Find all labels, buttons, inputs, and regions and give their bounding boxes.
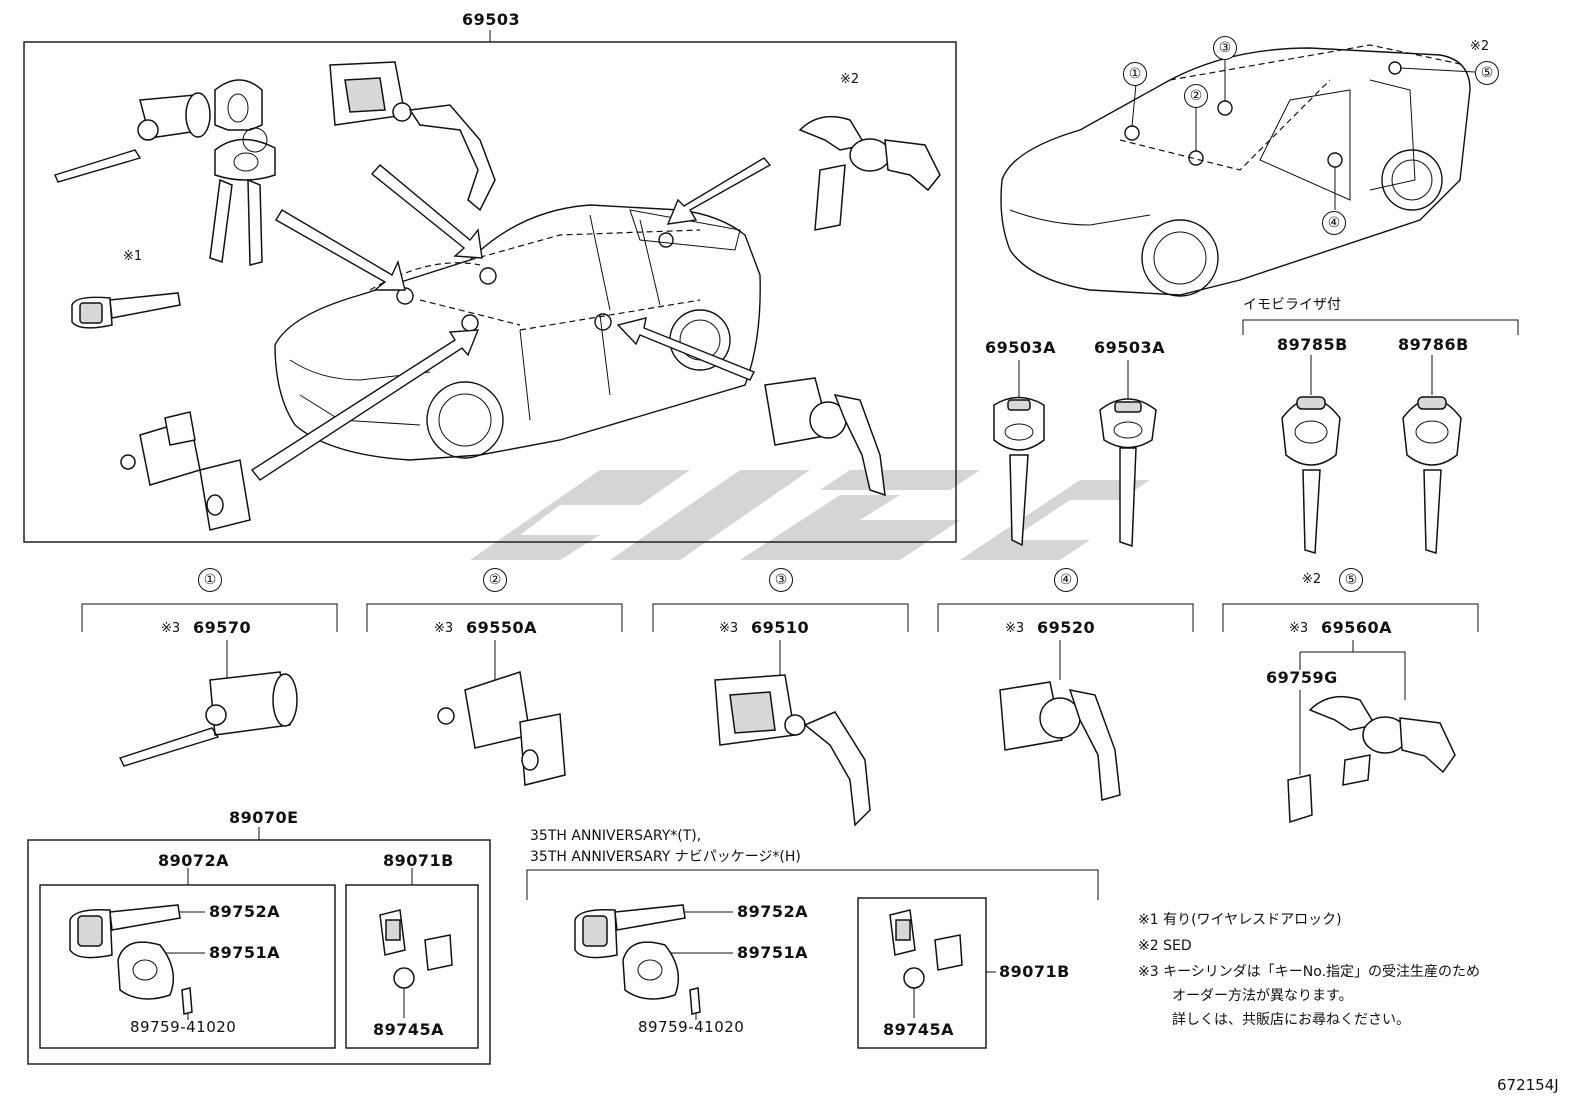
group-2-prefix: ※3 bbox=[434, 621, 454, 636]
key-blade-anniversary bbox=[574, 904, 733, 959]
footnote-3c: 詳しくは、共販店にお尋ねください。 bbox=[1172, 1012, 1410, 1028]
label-89072a: 89072A bbox=[158, 851, 230, 870]
group-5-note: ※2 bbox=[1302, 572, 1322, 587]
label-69570: 69570 bbox=[193, 618, 252, 637]
label-key-89786b: 89786B bbox=[1398, 335, 1469, 354]
label-69560a: 69560A bbox=[1321, 618, 1393, 637]
label-89071b-anniv: 89071B bbox=[999, 962, 1070, 981]
key-89785b bbox=[1281, 355, 1341, 554]
car-marker-1: ① bbox=[1123, 62, 1147, 86]
group-3-prefix: ※3 bbox=[719, 621, 739, 636]
note-marker-1: ※1 bbox=[123, 249, 143, 264]
footnote-3a: ※3 キーシリンダは「キーNo.指定」の受注生産のため bbox=[1138, 964, 1481, 980]
label-key-69503a-left: 69503A bbox=[985, 338, 1057, 357]
clip-69759g bbox=[1287, 690, 1313, 824]
pointer-arrows bbox=[250, 157, 772, 481]
key-head-anniversary bbox=[622, 941, 733, 1020]
cylinder-69570 bbox=[119, 640, 298, 767]
group-4-prefix: ※3 bbox=[1005, 621, 1025, 636]
diagram-id: 672154J bbox=[1497, 1076, 1559, 1094]
group-1-prefix: ※3 bbox=[161, 621, 181, 636]
door-lock-bottom bbox=[764, 377, 886, 497]
key-blade-kit bbox=[69, 904, 205, 959]
cylinder-69550a bbox=[437, 640, 566, 786]
footnote-1: ※1 有り(ワイヤレスドアロック) bbox=[1138, 912, 1342, 928]
group-5-marker: ⑤ bbox=[1339, 568, 1363, 592]
transmitter-kit bbox=[379, 909, 453, 1018]
label-69520: 69520 bbox=[1037, 618, 1096, 637]
key-69503a-right bbox=[1099, 360, 1157, 548]
label-89751a-anniv: 89751A bbox=[737, 943, 809, 962]
label-89071b-kit: 89071B bbox=[383, 851, 454, 870]
hood-lock bbox=[120, 411, 251, 531]
watermark-logo bbox=[470, 470, 1150, 560]
label-immobilizer: イモビライザ付 bbox=[1243, 297, 1341, 313]
group-4-marker: ④ bbox=[1054, 568, 1078, 592]
label-89745a-anniv: 89745A bbox=[883, 1020, 955, 1039]
group-3-marker: ③ bbox=[769, 568, 793, 592]
car-marker-2: ② bbox=[1184, 84, 1208, 108]
anniversary-line-2: 35TH ANNIVERSARY ナビパッケージ*(H) bbox=[530, 849, 801, 865]
label-69550a: 69550A bbox=[466, 618, 538, 637]
ignition-cylinder-set bbox=[54, 79, 276, 266]
key-spare bbox=[71, 292, 181, 329]
door-lock-top bbox=[329, 61, 496, 212]
key-head-kit bbox=[117, 941, 205, 1020]
car-marker-3: ③ bbox=[1213, 36, 1237, 60]
note-marker-2-main: ※2 bbox=[840, 72, 860, 87]
label-key-69503a-right: 69503A bbox=[1094, 338, 1166, 357]
label-89070e: 89070E bbox=[229, 808, 299, 827]
label-89759-41020-kit: 89759-41020 bbox=[130, 1018, 237, 1036]
note-marker-2-car: ※2 bbox=[1470, 39, 1490, 54]
label-key-89785b: 89785B bbox=[1277, 335, 1348, 354]
anniversary-line-1: 35TH ANNIVERSARY*(T), bbox=[530, 828, 702, 844]
key-69503a-left bbox=[993, 360, 1045, 547]
label-89751a-kit: 89751A bbox=[209, 943, 281, 962]
cylinder-69520 bbox=[999, 640, 1121, 801]
transmitter-anniversary bbox=[889, 909, 963, 1018]
label-89752a-kit: 89752A bbox=[209, 902, 281, 921]
group-2-marker: ② bbox=[483, 568, 507, 592]
trunk-lock bbox=[798, 115, 941, 231]
footnote-3b: オーダー方法が異なります。 bbox=[1172, 988, 1353, 1004]
group-1-marker: ① bbox=[198, 568, 222, 592]
footnote-2: ※2 SED bbox=[1138, 938, 1192, 954]
cylinder-69510 bbox=[714, 640, 871, 827]
label-89745a-kit: 89745A bbox=[373, 1020, 445, 1039]
cylinder-69560a bbox=[1308, 695, 1456, 786]
car-marker-4: ④ bbox=[1322, 211, 1346, 235]
label-89752a-anniv: 89752A bbox=[737, 902, 809, 921]
label-89759-41020-anniv: 89759-41020 bbox=[638, 1018, 745, 1036]
car-marker-5: ⑤ bbox=[1475, 61, 1499, 85]
label-main-set: 69503 bbox=[462, 10, 521, 29]
label-69510: 69510 bbox=[751, 618, 810, 637]
key-89786b bbox=[1402, 355, 1462, 554]
group-5-prefix: ※3 bbox=[1289, 621, 1309, 636]
car-illustration-right bbox=[1000, 44, 1476, 297]
label-69759g: 69759G bbox=[1266, 668, 1338, 687]
